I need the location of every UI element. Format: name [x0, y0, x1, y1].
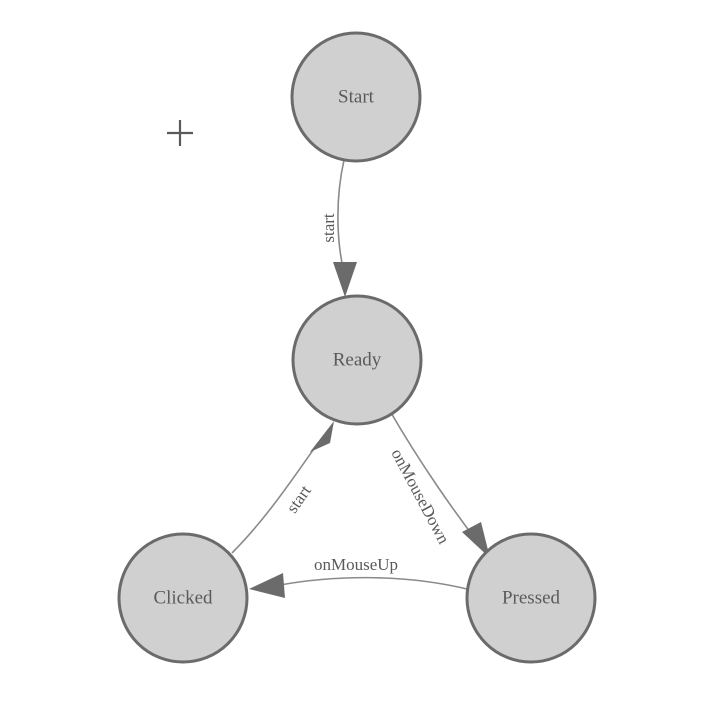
arrow-head-start-to-ready — [333, 262, 357, 297]
state-node-pressed[interactable]: Pressed — [465, 532, 597, 664]
state-circle-ready — [291, 294, 423, 426]
state-label-start: Start — [338, 86, 375, 107]
edge-path-pressed-to-clicked — [279, 576, 468, 590]
edge-start-to-ready[interactable]: start — [319, 159, 357, 297]
edge-pressed-to-clicked[interactable]: onMouseUp — [249, 555, 468, 598]
edge-ready-to-pressed[interactable]: onMouseDown — [387, 410, 490, 558]
state-label-ready: Ready — [333, 349, 382, 370]
edge-label-start-to-ready: start — [319, 213, 338, 243]
state-node-ready[interactable]: Ready — [291, 294, 423, 426]
edge-path-start-to-ready — [337, 159, 345, 273]
state-node-clicked[interactable]: Clicked — [117, 532, 249, 664]
edge-clicked-to-ready[interactable]: start — [231, 421, 334, 554]
arrow-head-pressed-to-clicked — [249, 573, 285, 598]
arrow-head-clicked-to-ready — [310, 421, 334, 452]
state-label-pressed: Pressed — [502, 587, 561, 608]
state-circle-pressed — [465, 532, 597, 664]
state-circle-start — [290, 31, 422, 163]
state-node-start[interactable]: Start — [290, 31, 422, 163]
edge-path-clicked-to-ready — [231, 442, 319, 554]
arrow-head-ready-to-pressed — [462, 522, 490, 558]
state-label-clicked: Clicked — [153, 587, 213, 608]
state-circle-clicked — [117, 532, 249, 664]
edge-label-pressed-to-clicked: onMouseUp — [314, 555, 398, 574]
plus-marker-icon[interactable] — [167, 120, 193, 146]
